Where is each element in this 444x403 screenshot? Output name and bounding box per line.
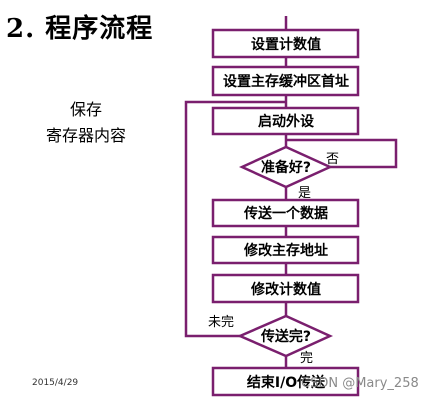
side-note-line-2: 寄存器内容	[46, 126, 127, 145]
step-start-device	[211, 106, 360, 136]
step-update-count	[211, 273, 360, 304]
decision-finished	[236, 314, 334, 358]
watermark: CSDN @Mary_258	[301, 376, 419, 391]
step-update-address	[211, 235, 360, 265]
decision-ready-yes: 是	[298, 186, 311, 201]
decision-ready-no: 否	[326, 152, 339, 167]
loop-not-ready	[286, 138, 398, 169]
decision-finished-no: 未完	[208, 315, 234, 330]
step-set-buffer-address-label: 设置主存缓冲区首址	[223, 73, 349, 90]
step-transfer-data-label: 传送一个数据	[243, 205, 328, 222]
step-start-device-label: 启动外设	[258, 113, 315, 130]
side-note-line-1: 保存	[70, 100, 103, 119]
decision-ready	[238, 145, 334, 189]
loop-not-finished	[184, 100, 286, 338]
page-title: 2. 程序流程	[6, 14, 154, 44]
step-set-buffer-address	[211, 65, 360, 97]
step-transfer-data	[211, 198, 360, 228]
step-set-count-label: 设置计数值	[251, 36, 321, 53]
footer-date: 2015/4/29	[32, 378, 79, 388]
step-update-count-label: 修改计数值	[250, 281, 321, 298]
decision-ready-label: 准备好?	[261, 159, 311, 176]
step-set-count	[211, 28, 360, 59]
step-end-transfer	[211, 366, 360, 397]
decision-finished-label: 传送完?	[260, 328, 311, 345]
step-update-address-label: 修改主存地址	[243, 242, 328, 259]
step-end-transfer-label: 结束I/O传送	[247, 374, 326, 391]
decision-finished-yes: 完	[300, 351, 313, 366]
